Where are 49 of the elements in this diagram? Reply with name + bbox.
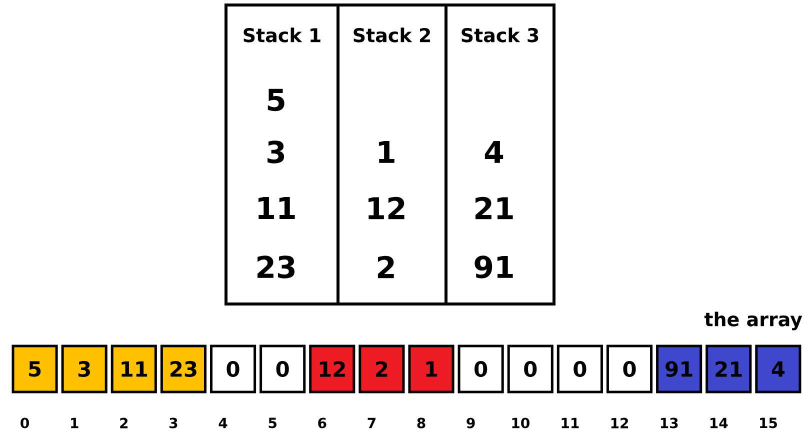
- index-label: 3: [170, 418, 178, 428]
- array-cell: 11: [110, 344, 157, 394]
- array-cell: 0: [556, 344, 603, 394]
- stack-value: 12: [368, 196, 404, 220]
- array-cell: 5: [12, 344, 58, 394]
- stack-value: 91: [474, 256, 513, 278]
- array-cell: 1: [408, 344, 454, 394]
- array-cell: 3: [61, 344, 108, 394]
- array-cell: 0: [606, 344, 653, 394]
- index-label: 14: [710, 418, 728, 428]
- index-label: 13: [660, 418, 678, 428]
- index-label: 11: [562, 418, 579, 428]
- stack-value: 21: [476, 196, 513, 220]
- array-cell: 0: [210, 344, 256, 394]
- array-cell: 0: [458, 344, 504, 394]
- stack-value: 11: [258, 197, 295, 219]
- stack-column: [224, 4, 340, 306]
- array-cell: 12: [309, 344, 356, 394]
- index-label: 0: [20, 418, 29, 428]
- index-label: 10: [512, 418, 530, 428]
- array-cell: 2: [358, 344, 405, 394]
- index-label: 8: [417, 418, 426, 428]
- stack-header: Stack 3: [462, 28, 538, 42]
- stack-value: 1: [378, 141, 394, 163]
- index-label: 7: [368, 418, 376, 428]
- stack-value: 3: [268, 140, 284, 164]
- index-label: 6: [318, 418, 326, 428]
- array-cell: 0: [260, 344, 306, 394]
- index-label: 2: [120, 418, 128, 428]
- index-label: 5: [268, 418, 276, 428]
- stack-column: [444, 4, 556, 306]
- array-title: the array: [704, 312, 802, 330]
- array-cell: 4: [755, 344, 802, 394]
- stack-column: [336, 4, 448, 306]
- array-cell: 21: [706, 344, 752, 394]
- array-cell: 0: [507, 344, 554, 394]
- index-label: 9: [466, 418, 475, 428]
- stack-value: 2: [378, 256, 394, 278]
- stack-header: Stack 2: [354, 28, 430, 42]
- array-cell: 23: [160, 344, 206, 394]
- stack-header: Stack 1: [244, 28, 320, 42]
- index-label: 15: [760, 418, 777, 428]
- index-label: 1: [71, 418, 78, 428]
- stack-value: 5: [268, 88, 284, 112]
- index-label: 12: [611, 418, 628, 428]
- index-label: 4: [218, 418, 228, 428]
- array-cell: 91: [656, 344, 702, 394]
- stack-value: 23: [258, 256, 294, 278]
- stack-value: 4: [484, 141, 504, 163]
